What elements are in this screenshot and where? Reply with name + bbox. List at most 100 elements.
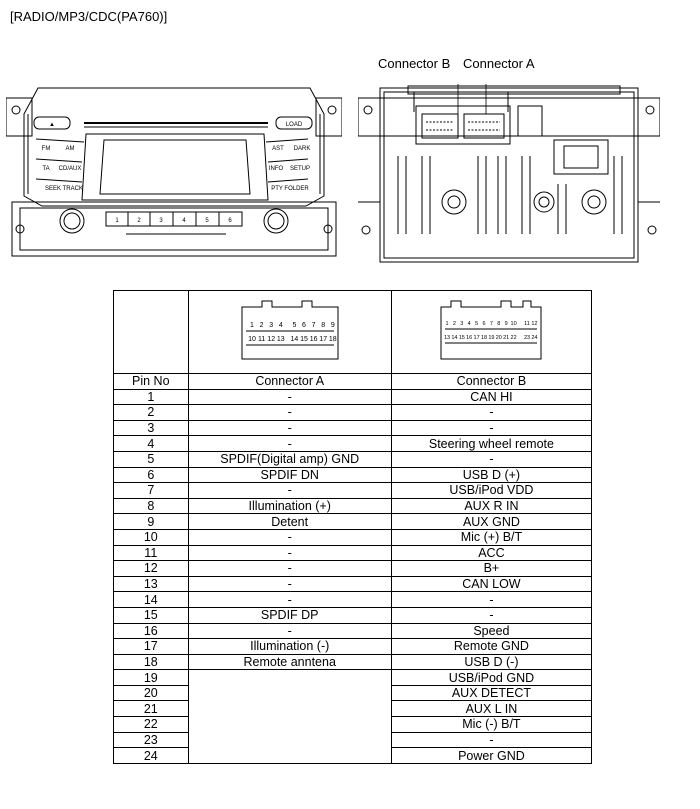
connector-a-cell: - bbox=[187, 591, 392, 608]
preset-button-1: 1 bbox=[115, 218, 119, 224]
connector-a-pin-label: 9 bbox=[331, 322, 335, 329]
connector-b-pin-label: 2 bbox=[453, 321, 456, 327]
table-row: 13-CAN LOW bbox=[113, 575, 593, 593]
connector-b-cell: CAN HI bbox=[390, 388, 593, 406]
pin-number-cell: 1 bbox=[113, 388, 189, 406]
page-title: [RADIO/MP3/CDC(PA760)] bbox=[10, 9, 168, 24]
connector-a-pin-label: 5 bbox=[292, 322, 296, 329]
connector-a-pin-label: 1 bbox=[250, 322, 254, 329]
pin-number-cell: 3 bbox=[113, 419, 189, 437]
connector-a-pin-label: 4 bbox=[279, 322, 283, 329]
connector-a-pin-label: 6 bbox=[302, 322, 306, 329]
am-button-label: AM bbox=[66, 146, 75, 152]
pin-number-cell: 11 bbox=[113, 544, 189, 562]
connector-a-pin-label: 16 bbox=[309, 336, 317, 343]
empty-corner-cell bbox=[113, 290, 189, 374]
connector-b-pin-label: 1 bbox=[446, 321, 449, 327]
connector-b-pin-label: 14 bbox=[452, 335, 458, 341]
connector-a-cell: - bbox=[187, 404, 392, 421]
connector-b-cell: AUX GND bbox=[390, 513, 593, 530]
table-row: 2-- bbox=[113, 404, 593, 421]
pin-number-cell: 8 bbox=[113, 497, 189, 515]
preset-button-2: 2 bbox=[137, 218, 141, 224]
connector-a-pin-label: 2 bbox=[259, 322, 263, 329]
pin-number-cell: 7 bbox=[113, 482, 189, 499]
connector-b-pin-label: 10 bbox=[511, 321, 517, 327]
connector-b-cell: USB D (-) bbox=[390, 653, 593, 671]
connector-b-pin-label: 11 bbox=[525, 321, 531, 327]
connector-a-pin-label: 10 bbox=[248, 336, 256, 343]
preset-button-3: 3 bbox=[159, 218, 163, 224]
connector-a-cell: SPDIF DP bbox=[187, 606, 392, 624]
connector-a-cell: - bbox=[187, 419, 392, 437]
connector-a-cell: - bbox=[187, 622, 392, 640]
radio-front-panel: ▲ LOAD FM AM TA CD/AUX SEEK TRACK AST DA… bbox=[6, 87, 342, 257]
connector-b-cell: CAN LOW bbox=[390, 575, 593, 593]
connector-b-pin-label: 6 bbox=[483, 321, 486, 327]
table-row: 16-Speed bbox=[113, 622, 593, 640]
pin-number-cell: 13 bbox=[113, 575, 189, 593]
connector-b-cell: - bbox=[390, 591, 593, 608]
pin-number-cell: 17 bbox=[113, 638, 189, 655]
table-row: 7-USB/iPod VDD bbox=[113, 482, 593, 499]
pin-number-cell: 18 bbox=[113, 653, 189, 671]
connector-b-pin-label: 24 bbox=[532, 335, 538, 341]
connector-a-cell: - bbox=[187, 560, 392, 577]
connector-a-pin-label: 3 bbox=[269, 322, 273, 329]
header-connector-a: Connector A bbox=[187, 373, 392, 390]
connector-b-cell: AUX R IN bbox=[390, 497, 593, 515]
connector-b-label: Connector B bbox=[378, 56, 451, 71]
table-row: 14-- bbox=[113, 591, 593, 608]
header-connector-b: Connector B bbox=[390, 373, 593, 390]
connector-b-pin-label: 21 bbox=[504, 335, 510, 341]
pin-number-cell: 4 bbox=[113, 435, 189, 452]
connector-b-pin-label: 16 bbox=[467, 335, 473, 341]
connector-a-pin-label: 14 bbox=[290, 336, 298, 343]
connector-a-cell: - bbox=[187, 575, 392, 593]
connector-b-pin-label: 5 bbox=[475, 321, 478, 327]
connector-a-cell: - bbox=[187, 544, 392, 562]
pin-number-cell: 12 bbox=[113, 560, 189, 577]
pin-number-cell: 5 bbox=[113, 450, 189, 468]
connector-b-cell: Mic (+) B/T bbox=[390, 528, 593, 546]
connector-a-cell: Detent bbox=[187, 513, 392, 530]
pin-number-cell: 10 bbox=[113, 528, 189, 546]
connector-b-pin-label: 8 bbox=[498, 321, 501, 327]
connector-a-pin-label: 17 bbox=[319, 336, 327, 343]
connector-b-cell: - bbox=[390, 404, 593, 421]
connector-a-cell: SPDIF DN bbox=[187, 466, 392, 484]
table-header-row: Pin No Connector A Connector B bbox=[113, 373, 593, 390]
fm-button-label: FM bbox=[42, 146, 51, 152]
ast-button-label: AST bbox=[272, 146, 284, 152]
pin-number-cell: 2 bbox=[113, 404, 189, 421]
connector-b-pin-label: 17 bbox=[474, 335, 480, 341]
connector-a-pin-label: 11 bbox=[258, 336, 265, 343]
connector-b-pin-label: 4 bbox=[468, 321, 471, 327]
pin-number-cell: 23 bbox=[113, 731, 189, 749]
connector-a-pin-label: 15 bbox=[300, 336, 308, 343]
connector-b-cell: AUX L IN bbox=[390, 700, 593, 718]
pin-number-cell: 22 bbox=[113, 716, 189, 733]
connector-a-pin-label: 13 bbox=[277, 336, 285, 343]
pin-number-cell: 15 bbox=[113, 606, 189, 624]
connector-b-cell: ACC bbox=[390, 544, 593, 562]
connector-b-cell: Speed bbox=[390, 622, 593, 640]
connector-b-cell: - bbox=[390, 450, 593, 468]
table-row: 11-ACC bbox=[113, 544, 593, 562]
connector-b-pin-label: 7 bbox=[490, 321, 493, 327]
connector-a-pin-label: 8 bbox=[321, 322, 325, 329]
connector-b-pin-label: 19 bbox=[489, 335, 495, 341]
table-row: 12-B+ bbox=[113, 560, 593, 577]
connector-a-label: Connector A bbox=[463, 56, 535, 71]
header-pin-no: Pin No bbox=[113, 373, 189, 390]
connector-b-cell: USB D (+) bbox=[390, 466, 593, 484]
